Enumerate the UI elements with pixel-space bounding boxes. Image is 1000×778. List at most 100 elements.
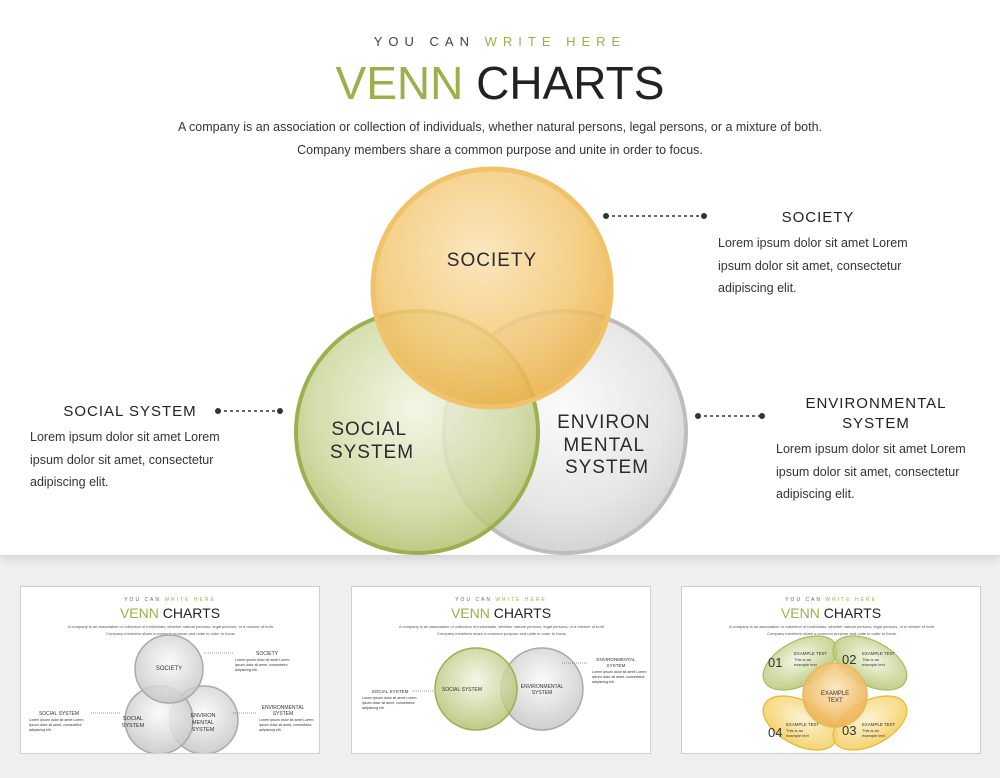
thumb2-env-text-3: adipiscing elit.	[592, 680, 615, 684]
thumb1-social-line1: SOCIAL	[123, 716, 143, 722]
thumb1-society-text-1: Lorem ipsum dolor sit amet Lorem	[235, 658, 290, 662]
thumb3-center-circle	[802, 662, 868, 728]
thumb2-social-text-2: ipsum dolor sit amet, consectetur	[362, 701, 416, 705]
env-callout-title-line2: SYSTEM	[842, 415, 910, 432]
main-slide: YOU CAN WRITE HERE VENN CHARTS A company…	[0, 0, 1000, 556]
thumb2-social-text-1: Lorem ipsum dolor sit amet Lorem	[362, 696, 417, 700]
social-label-line2: SYSTEM	[330, 442, 414, 463]
thumb1-env-line2: MENTAL	[192, 720, 214, 726]
thumb3-petal-03-num: 03	[842, 723, 856, 738]
env-connector-dot-a	[695, 413, 701, 419]
env-callout-text: Lorem ipsum dolor sit amet Lorem ipsum d…	[776, 442, 966, 501]
thumb3-petal-01-text-2: example text	[794, 662, 818, 667]
thumb2-env-text-2: ipsum dolor sit amet, consectetur	[592, 675, 646, 679]
title-plain: CHARTS	[476, 57, 665, 109]
title-accent: VENN	[335, 57, 464, 109]
thumb1-title-plain: CHARTS	[162, 605, 221, 621]
page-description: A company is an association or collectio…	[177, 120, 823, 157]
eyebrow-text: YOU CAN WRITE HERE	[0, 34, 1000, 49]
thumb1-social-title: SOCIAL SYSTEM	[39, 711, 79, 717]
thumb3-title: VENN CHARTS	[682, 605, 980, 621]
society-callout-title: SOCIETY	[781, 209, 855, 226]
society-circle-label: SOCIETY	[447, 250, 537, 271]
thumb1-social-text-2: ipsum dolor sit amet, consectetur	[29, 723, 83, 727]
thumbnail-four-petal[interactable]: YOU CAN WRITE HERE VENN CHARTS A company…	[681, 586, 981, 754]
thumbnail-three-circle[interactable]: YOU CAN WRITE HERE VENN CHARTS A company…	[20, 586, 320, 754]
venn-diagram: SOCIETY SOCIAL SYSTEM ENVIRON MENTAL SYS…	[215, 166, 765, 555]
thumb2-eyebrow: YOU CAN WRITE HERE	[352, 597, 650, 603]
society-connector-dot-a	[603, 213, 609, 219]
thumb2-social-circle	[434, 647, 518, 731]
thumb1-society-circle	[134, 634, 204, 704]
thumb1-env-text-1: Lorem ipsum dolor sit amet Lorem	[259, 718, 314, 722]
thumb3-petal-03-text-1: This is an	[862, 728, 879, 733]
thumb2-title: VENN CHARTS	[352, 605, 650, 621]
social-circle-label: SOCIAL SYSTEM	[330, 419, 414, 463]
social-callout: SOCIAL SYSTEM Lorem ipsum dolor sit amet…	[30, 402, 230, 494]
env-callout-title-line1: ENVIRONMENTAL	[805, 395, 947, 412]
thumb1-description: A company is an association or collectio…	[67, 624, 275, 636]
thumbnail-two-circle[interactable]: YOU CAN WRITE HERE VENN CHARTS A company…	[351, 586, 651, 754]
thumb1-title-accent: VENN	[119, 605, 159, 621]
thumb2-description: A company is an association or collectio…	[398, 624, 606, 636]
thumb2-social-text-3: adipiscing elit.	[362, 706, 385, 710]
thumb2-title-plain: CHARTS	[493, 605, 552, 621]
social-callout-title: SOCIAL SYSTEM	[63, 403, 197, 420]
thumb2-env-line1: ENVIRONMENTAL	[521, 684, 564, 690]
thumb2-env-text-1: Lorem ipsum dolor sit amet Lorem	[592, 670, 647, 674]
thumb2-eyebrow-plain: YOU CAN	[455, 597, 492, 603]
thumb2-social-title: SOCIAL SYSTEM	[372, 689, 409, 694]
thumb3-petal-02-num: 02	[842, 652, 856, 667]
thumb3-petal-02-title: EXAMPLE TEXT	[862, 651, 895, 656]
thumb3-petal-02-text-2: example text	[862, 662, 886, 667]
thumb3-eyebrow-plain: YOU CAN	[785, 597, 822, 603]
thumb2-eyebrow-accent: WRITE HERE	[495, 597, 547, 603]
thumb1-eyebrow: YOU CAN WRITE HERE	[21, 597, 319, 603]
social-connector-dot-a	[215, 408, 221, 414]
thumb3-eyebrow-accent: WRITE HERE	[825, 597, 877, 603]
env-circle-label: ENVIRON MENTAL SYSTEM	[557, 412, 657, 478]
thumb1-env-title-2: SYSTEM	[273, 711, 294, 717]
thumb3-petal-04-title: EXAMPLE TEXT	[786, 722, 819, 727]
env-label-line1: ENVIRON	[557, 412, 651, 433]
thumb2-env-title-1: ENVIRONMENTAL	[596, 657, 636, 662]
thumb3-center-line1: EXAMPLE	[821, 691, 849, 697]
society-connector-dot-b	[701, 213, 707, 219]
thumb1-society-text-3: adipiscing elit.	[235, 668, 258, 672]
thumb3-petal-03-text-2: example text	[862, 733, 886, 738]
thumb1-social-text-1: Lorem ipsum dolor sit amet Lorem	[29, 718, 84, 722]
env-callout: ENVIRONMENTAL SYSTEM Lorem ipsum dolor s…	[776, 394, 980, 506]
thumb1-env-line3: SYSTEM	[192, 727, 215, 733]
society-circle	[370, 166, 614, 410]
thumb3-eyebrow: YOU CAN WRITE HERE	[682, 597, 980, 603]
thumb3-petal-02-text-1: This is an	[862, 657, 879, 662]
thumb1-social-text-3: adipiscing elit.	[29, 728, 52, 732]
env-label-line2: MENTAL	[563, 435, 644, 456]
social-connector-dot-b	[277, 408, 283, 414]
thumb3-petal-04-text-1: This is an	[786, 728, 803, 733]
thumb1-social-line2: SYSTEM	[122, 723, 145, 729]
social-label-line1: SOCIAL	[331, 419, 406, 440]
eyebrow-accent: WRITE HERE	[484, 34, 627, 49]
thumb1-env-title-1: ENVIRONMENTAL	[262, 705, 305, 711]
thumb1-society-text-2: ipsum dolor sit amet, consectetur	[235, 663, 289, 667]
thumb3-petal-01-text-1: This is an	[794, 657, 811, 662]
thumb1-env-line1: ENVIRON	[190, 713, 215, 719]
thumb1-society-label: SOCIETY	[156, 666, 182, 672]
thumb1-env-text-2: ipsum dolor sit amet, consectetur	[259, 723, 313, 727]
eyebrow-plain: YOU CAN	[373, 34, 475, 49]
env-connector-dot-b	[759, 413, 765, 419]
thumb3-title-accent: VENN	[780, 605, 820, 621]
thumb1-title: VENN CHARTS	[21, 605, 319, 621]
